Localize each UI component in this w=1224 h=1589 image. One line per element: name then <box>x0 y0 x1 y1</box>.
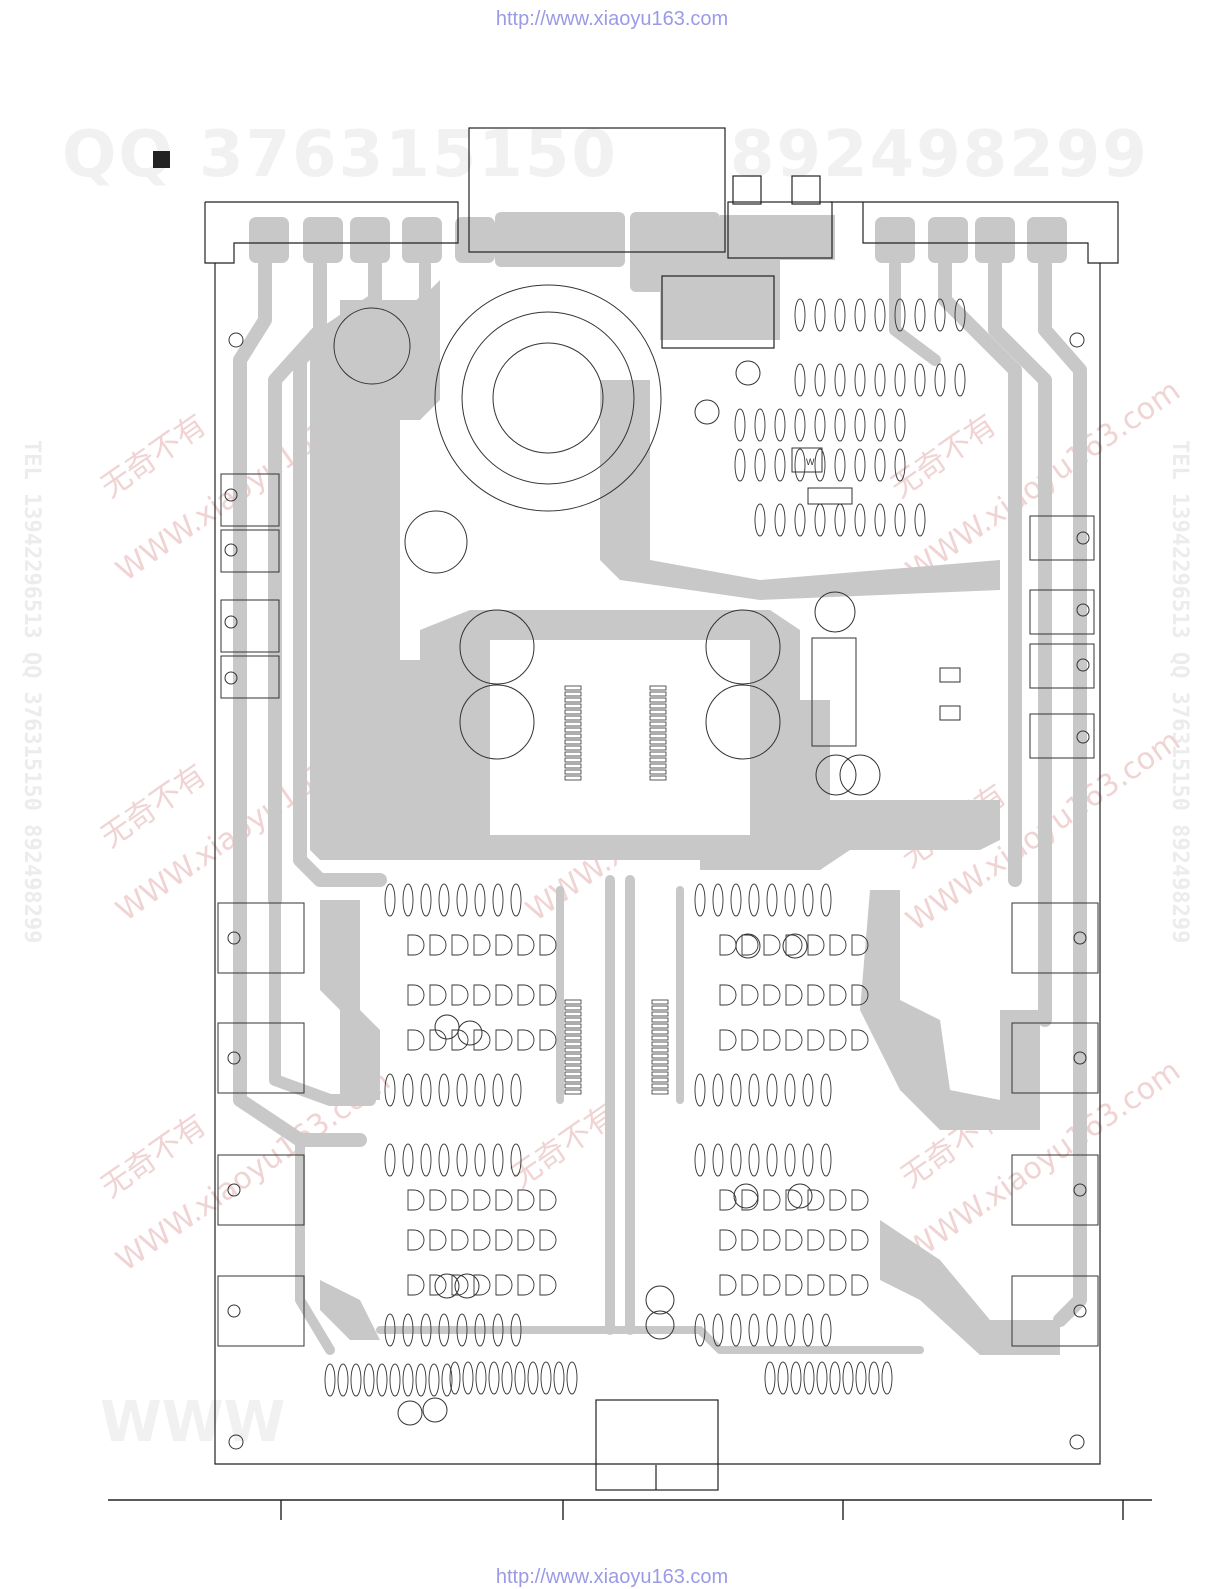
watermark-qq-right: 892498299 <box>730 118 1149 192</box>
transformer-toroid <box>434 284 662 512</box>
heatsink-transistors <box>217 447 1099 1347</box>
small-components <box>324 298 966 1397</box>
ic-pin-rows <box>564 685 669 1095</box>
board-outline <box>204 127 1119 1491</box>
trimmer-label: W <box>806 457 815 467</box>
mounting-holes <box>224 332 1090 1450</box>
watermark-big-bottom: WWW <box>100 1390 286 1455</box>
header-url[interactable]: http://www.xiaoyu163.com <box>495 8 729 30</box>
footer-url[interactable]: http://www.xiaoyu163.com <box>495 1566 729 1588</box>
copper-traces <box>233 212 1087 1355</box>
footer-rule <box>108 1499 1152 1520</box>
capacitors <box>333 307 881 1426</box>
section-bullet <box>153 151 170 168</box>
